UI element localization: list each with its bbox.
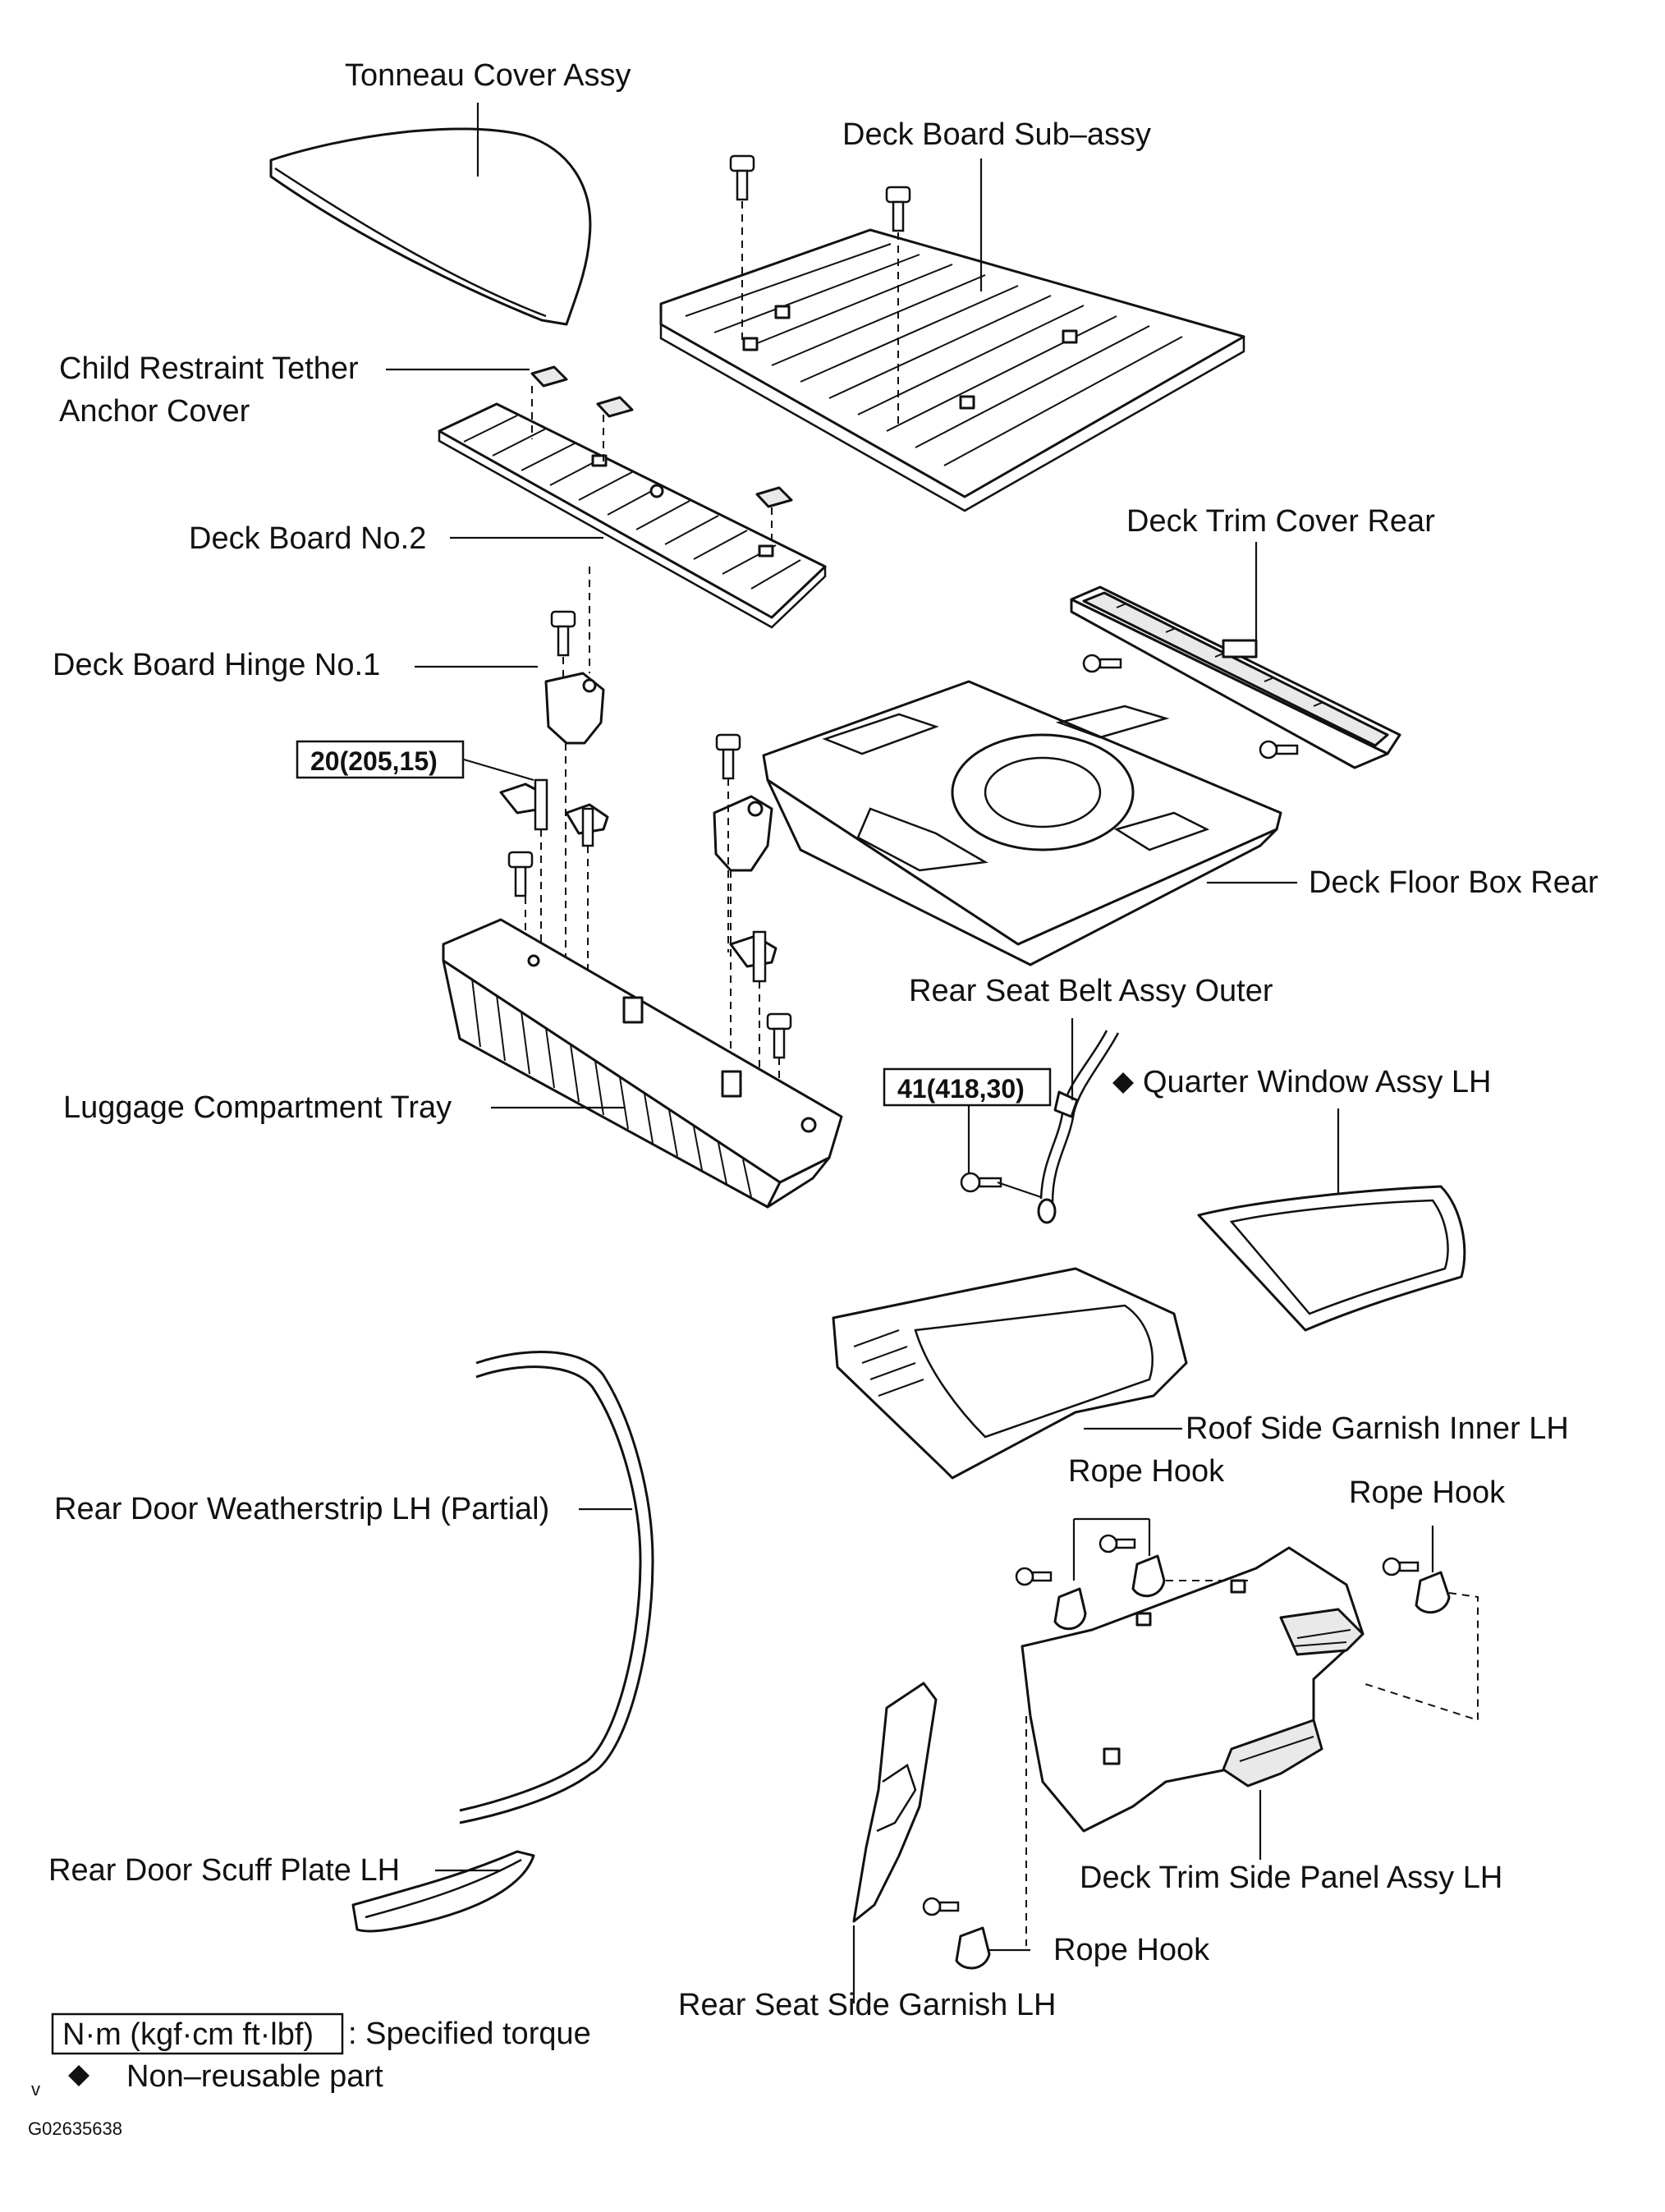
bolt-icon <box>550 610 576 657</box>
deck-board-no2-part <box>438 402 827 629</box>
label-deck-board-sub: Deck Board Sub–assy <box>842 117 1151 152</box>
hinge-bracket-part <box>499 778 609 847</box>
luggage-compartment-tray-part <box>442 918 843 1209</box>
tonneau-cover-part <box>269 127 592 326</box>
bolt-icon <box>766 1012 792 1059</box>
rear-door-scuff-plate-part <box>351 1850 535 1933</box>
label-tonneau-cover: Tonneau Cover Assy <box>345 58 631 93</box>
rear-seat-side-garnish-part <box>852 1682 938 1923</box>
figure-code: G02635638 <box>28 2118 122 2139</box>
legend-unit-box: N·m (kgf·cm ft·lbf) <box>62 2017 314 2052</box>
label-quarter-window: Quarter Window Assy LH <box>1143 1065 1491 1099</box>
legend-unit-text: : Specified torque <box>348 2017 591 2051</box>
bolt-icon <box>885 186 911 232</box>
rope-hook-part <box>1015 1567 1087 1631</box>
rear-door-weatherstrip-part <box>459 1350 654 1824</box>
label-rear-door-weatherstrip: Rear Door Weatherstrip LH (Partial) <box>54 1492 549 1526</box>
quarter-window-part <box>1197 1185 1466 1332</box>
torque-box-belt: 41(418,30) <box>883 1067 1052 1107</box>
label-rope-hook-3: Rope Hook <box>1053 1933 1210 1967</box>
roof-side-garnish-part <box>832 1267 1188 1480</box>
label-deck-floor-box-rear: Deck Floor Box Rear <box>1309 865 1598 900</box>
torque-value-belt: 41(418,30) <box>897 1074 1025 1104</box>
label-child-restraint-line1: Child Restraint Tether <box>59 351 359 386</box>
label-deck-board-hinge: Deck Board Hinge No.1 <box>53 648 380 682</box>
legend-small-mark: v <box>31 2079 40 2100</box>
label-deck-trim-cover-rear: Deck Trim Cover Rear <box>1126 504 1435 539</box>
label-roof-side-garnish: Roof Side Garnish Inner LH <box>1186 1411 1569 1446</box>
label-deck-trim-side-panel: Deck Trim Side Panel Assy LH <box>1080 1861 1502 1895</box>
rope-hook-part <box>1099 1534 1166 1598</box>
deck-trim-cover-rear-part <box>1070 585 1401 769</box>
label-rear-seat-belt: Rear Seat Belt Assy Outer <box>909 974 1273 1008</box>
anchor-cover-parts <box>530 365 793 508</box>
bolt-icon <box>729 154 755 201</box>
rope-hook-part <box>922 1897 991 1970</box>
legend: N·m (kgf·cm ft·lbf) : Specified torque N… <box>28 2012 591 2139</box>
deck-board-sub-part <box>659 228 1245 512</box>
torque-box-hinge: 20(205,15) <box>296 740 465 779</box>
deck-board-hinge-part <box>544 567 605 745</box>
hinge-bracket-part <box>729 930 777 983</box>
bolt-icon <box>715 733 741 780</box>
bolt-icon <box>507 851 534 897</box>
label-child-restraint-line2: Anchor Cover <box>59 394 250 429</box>
label-deck-board-no2: Deck Board No.2 <box>189 521 426 556</box>
torque-value-hinge: 20(205,15) <box>310 746 438 776</box>
rope-hook-part <box>1382 1557 1451 1614</box>
bolt-icon <box>960 1172 1002 1193</box>
label-rope-hook-2: Rope Hook <box>1349 1475 1506 1510</box>
label-luggage-tray: Luggage Compartment Tray <box>63 1090 452 1125</box>
deck-trim-side-panel-part <box>1021 1546 1365 1833</box>
label-rope-hook-1: Rope Hook <box>1068 1454 1225 1489</box>
diamond-icon <box>1112 1072 1134 1094</box>
label-rear-seat-side-garnish: Rear Seat Side Garnish LH <box>678 1988 1056 2022</box>
rear-seat-belt-part <box>1037 1030 1120 1224</box>
legend-nonreusable: Non–reusable part <box>126 2059 383 2094</box>
bolt-icon <box>1259 740 1299 760</box>
diamond-icon <box>68 2065 89 2086</box>
deck-board-hinge-part <box>713 733 773 872</box>
label-rear-door-scuff: Rear Door Scuff Plate LH <box>48 1853 400 1888</box>
deck-floor-box-rear-part <box>762 680 1282 966</box>
bolt-icon <box>1082 654 1122 673</box>
